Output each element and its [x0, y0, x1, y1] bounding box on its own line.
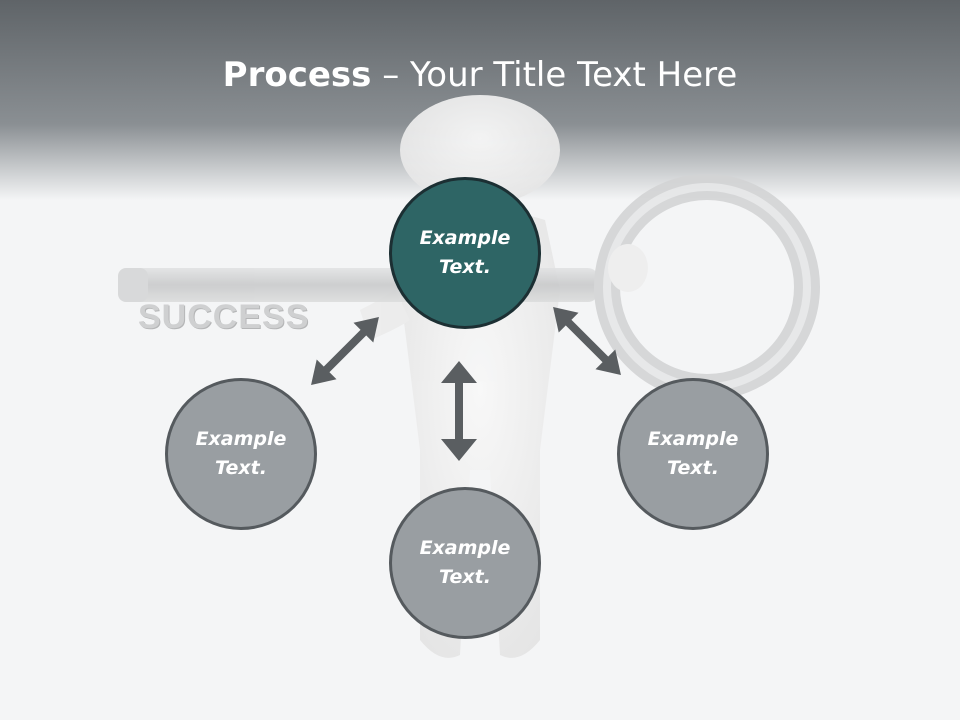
- center-node-line2: Text.: [439, 256, 491, 278]
- page-title: Process – Your Title Text Here: [0, 52, 960, 98]
- success-tag-text: SUCCESS: [138, 298, 310, 336]
- bottom-node-line2: Text.: [439, 566, 491, 588]
- title-separator: –: [371, 55, 411, 95]
- left-node-line1: Example: [195, 428, 287, 450]
- right-node-line1: Example: [647, 428, 739, 450]
- center-node-line1: Example: [419, 227, 511, 249]
- right-node-line2: Text.: [667, 457, 719, 479]
- title-bold: Process: [222, 55, 372, 95]
- title-rest: Your Title Text Here: [410, 55, 738, 95]
- bottom-node-line1: Example: [419, 537, 511, 559]
- left-node-line2: Text.: [215, 457, 267, 479]
